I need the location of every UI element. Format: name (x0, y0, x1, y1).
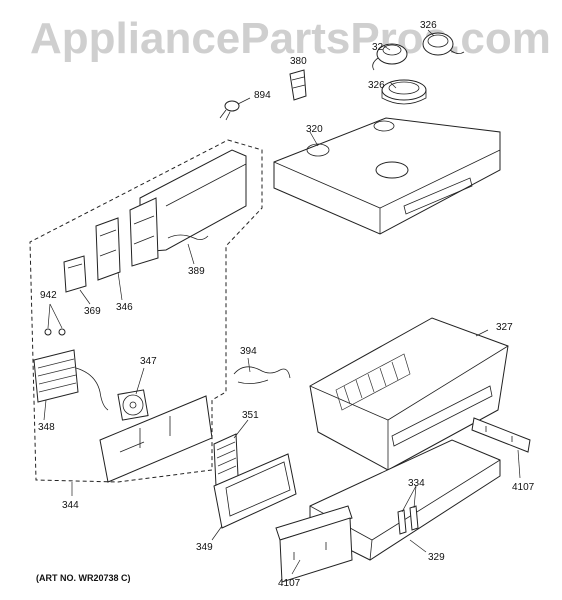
callout-347: 347 (140, 356, 157, 367)
part-334-pins (397, 505, 419, 535)
callout-326-ring: 326 (368, 80, 385, 91)
part-326-ring (381, 79, 427, 105)
callout-346: 346 (116, 302, 133, 313)
callout-369: 369 (84, 306, 101, 317)
leader-lines (43, 29, 521, 575)
callout-4107-lower: 4107 (278, 578, 301, 589)
part-4107-rail-lower (275, 505, 353, 583)
part-346-housing (95, 149, 247, 281)
callout-labels: 326 32 380 326 894 320 389 942 369 346 3… (38, 20, 535, 589)
part-327-pan (309, 317, 509, 471)
callout-351: 351 (242, 410, 259, 421)
part-389-wire (167, 234, 209, 240)
callout-348: 348 (38, 422, 55, 433)
part-380-bracket (289, 69, 307, 101)
callout-329: 329 (428, 552, 445, 563)
callout-394: 394 (240, 346, 257, 357)
callout-389: 389 (188, 266, 205, 277)
part-4107-rail-right (471, 417, 531, 453)
part-394-harness (233, 366, 291, 384)
callout-334: 334 (408, 478, 425, 489)
part-320-cover (273, 117, 501, 235)
art-number: (ART NO. WR20738 C) (36, 573, 131, 583)
callout-327: 327 (496, 322, 513, 333)
part-32-motor (372, 43, 408, 71)
callout-349: 349 (196, 542, 213, 553)
part-942-screws (44, 328, 66, 336)
callout-320: 320 (306, 124, 323, 135)
part-326-knob (422, 32, 465, 56)
callout-32: 32 (372, 42, 384, 53)
part-894-sensor (219, 100, 240, 121)
callout-4107-right: 4107 (512, 482, 535, 493)
part-base-housing (99, 395, 213, 483)
callout-380: 380 (290, 56, 307, 67)
part-347-fan (117, 389, 149, 421)
part-369-shutter (63, 255, 87, 293)
part-349-front-frame (213, 453, 297, 529)
part-348-heater (33, 349, 109, 411)
callout-942: 942 (40, 290, 57, 301)
watermark: AppliancePartsPros.com (30, 14, 551, 63)
callout-344: 344 (62, 500, 79, 511)
callout-326-top: 326 (420, 20, 437, 31)
callout-894: 894 (254, 90, 271, 101)
